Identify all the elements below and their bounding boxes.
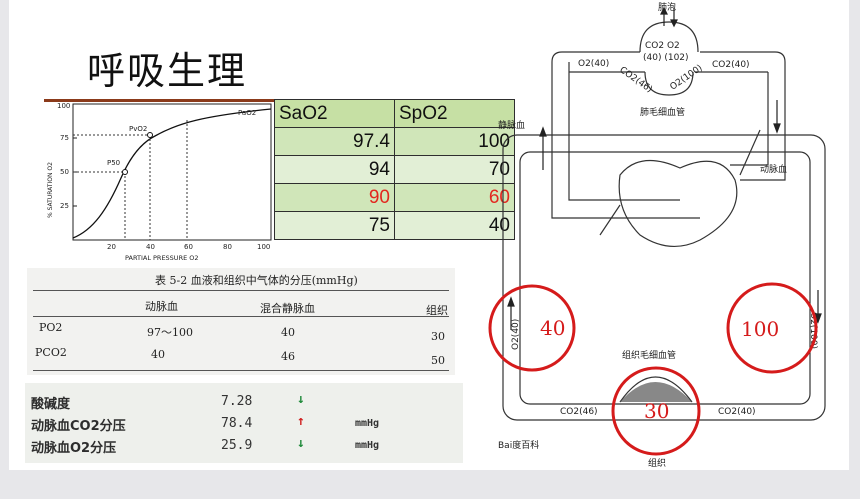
header-sao2: SaO2: [274, 99, 395, 128]
bottom-co2-left-label: CO2(46): [560, 407, 598, 417]
po2-tissue: 30: [431, 330, 445, 343]
arrow-down-icon: ↓: [297, 436, 305, 451]
pao2-label: PaO2: [238, 109, 256, 117]
spo2-cell-highlight: 60: [394, 183, 515, 212]
pvo2-label: PvO2: [129, 125, 147, 133]
y-tick-100: 100: [57, 102, 70, 110]
o2-in-label: O2(40): [578, 59, 609, 69]
co2-46-top-label: CO2(46): [617, 65, 654, 95]
circle-left-value: 40: [540, 316, 565, 340]
p50-label: P50: [107, 159, 120, 167]
tissue-capillary-label: 组织毛细血管: [622, 349, 676, 361]
x-tick-100: 100: [257, 243, 270, 251]
arrow-up-icon: ↑: [297, 414, 305, 429]
y-tick-25: 25: [60, 202, 69, 210]
alveolus-values-label: (40) (102): [643, 53, 689, 63]
table-row: 90 60: [274, 183, 515, 212]
spo2-cell: 70: [394, 155, 515, 184]
table-row: 94 70: [274, 155, 515, 184]
pco2-venous: 46: [281, 350, 295, 363]
tissue-label: 组织: [648, 457, 666, 469]
lab-value-pao2: 25.9: [221, 438, 253, 453]
alveolus-gas-label: CO2 O2: [645, 41, 680, 51]
arrow-down-icon: ↓: [297, 392, 305, 407]
venous-blood-label: 静脉血: [498, 119, 525, 131]
pressure-table-image: 表 5-2 血液和组织中气体的分压(mmHg) 动脉血 混合静脉血 组织 PO2…: [27, 268, 455, 375]
lab-name-pao2: 动脉血O2分压: [31, 441, 117, 456]
pco2-arterial: 40: [151, 348, 165, 361]
sao2-cell: 94: [274, 155, 395, 184]
sao2-cell: 75: [274, 211, 395, 240]
circle-right-value: 100: [741, 317, 779, 341]
lab-name-paco2: 动脉血CO2分压: [31, 419, 126, 434]
left-o2-label: O2(40): [511, 319, 521, 350]
col-arterial: 动脉血: [145, 300, 178, 313]
pulmonary-capillary-label: 肺毛细血管: [640, 106, 685, 118]
col-mixed-venous: 混合静脉血: [260, 302, 315, 315]
bottom-co2-right-label: CO2(40): [718, 407, 756, 417]
right-o2-label: O2(100): [808, 312, 818, 349]
circulation-diagram: 肺泡 CO2 O2 (40) (102) O2(40) CO2(40) CO2(…: [488, 1, 826, 469]
divider: [33, 370, 449, 371]
y-tick-75: 75: [60, 134, 69, 142]
table-row: 97.4 100: [274, 127, 515, 156]
saturation-table: SaO2 SpO2 97.4 100 94 70 90 60 75 40: [274, 99, 515, 240]
row-po2-label: PO2: [39, 321, 63, 334]
spo2-cell: 40: [394, 211, 515, 240]
x-tick-80: 80: [223, 243, 232, 251]
col-tissue: 组织: [426, 304, 448, 317]
pressure-table-caption: 表 5-2 血液和组织中气体的分压(mmHg): [155, 274, 358, 287]
slide-title: 呼吸生理: [87, 49, 248, 93]
arterial-blood-label: 动脉血: [760, 163, 787, 175]
spo2-cell: 100: [394, 127, 515, 156]
row-pco2-label: PCO2: [35, 346, 67, 359]
divider: [33, 290, 449, 291]
lab-value-paco2: 78.4: [221, 416, 253, 431]
curve-y-label: % SATURATION O2: [47, 162, 54, 218]
lab-unit-pao2: mmHg: [355, 440, 380, 451]
curve-x-label: PARTIAL PRESSURE O2: [125, 254, 199, 262]
sao2-cell-highlight: 90: [274, 183, 395, 212]
divider: [33, 316, 449, 317]
table-row: 75 40: [274, 211, 515, 240]
sao2-cell: 97.4: [274, 127, 395, 156]
pco2-tissue: 50: [431, 354, 445, 367]
x-tick-40: 40: [146, 243, 155, 251]
alveolus-label: 肺泡: [658, 1, 676, 13]
po2-arterial: 97～100: [147, 326, 193, 339]
x-tick-20: 20: [107, 243, 116, 251]
o2-100-top-label: O2(100): [668, 63, 704, 92]
oxygen-dissociation-curve: % SATURATION O2 100 75 50 25 20 40 60 80…: [47, 102, 272, 262]
title-underline: [44, 99, 276, 102]
y-tick-50: 50: [60, 168, 69, 176]
lab-results-image: 酸碱度 7.28 ↓ 动脉血CO2分压 78.4 ↑ mmHg 动脉血O2分压 …: [25, 383, 463, 463]
po2-venous: 40: [281, 326, 295, 339]
watermark-text: Bai度百科: [498, 439, 539, 451]
circle-bottom-value: 30: [644, 399, 669, 423]
lab-unit-paco2: mmHg: [355, 418, 380, 429]
co2-out-top-label: CO2(40): [712, 60, 750, 70]
lab-value-ph: 7.28: [221, 394, 253, 409]
lab-name-ph: 酸碱度: [31, 397, 71, 412]
x-tick-60: 60: [184, 243, 193, 251]
